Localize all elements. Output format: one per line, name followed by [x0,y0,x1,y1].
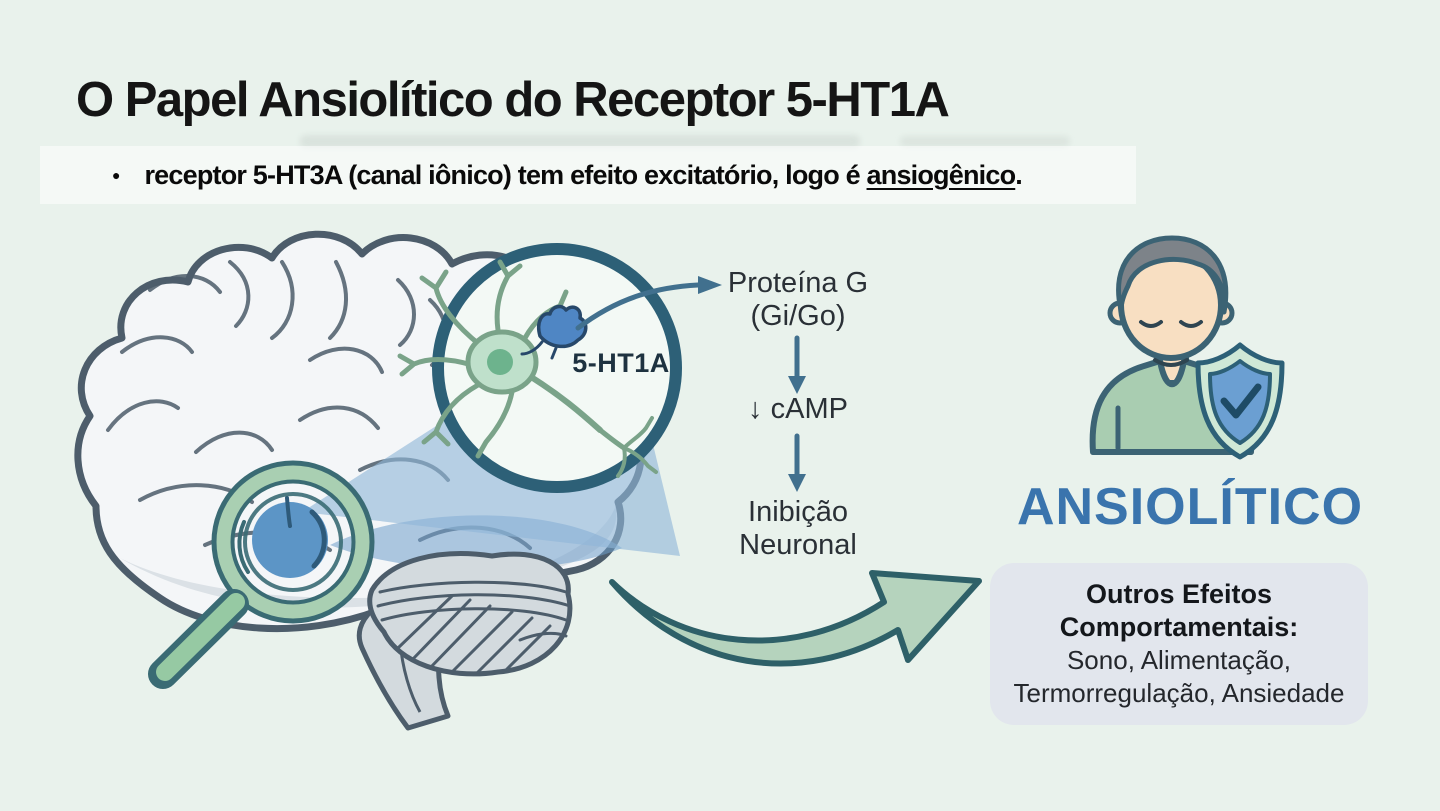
magnifier-icon [148,460,375,689]
page-title: O Papel Ansiolítico do Receptor 5-HT1A [76,73,950,127]
ghost-text-artifact-2 [900,136,1070,147]
shield-check-icon [1195,342,1285,460]
pathway-step2: ↓ cAMP [748,393,848,425]
effects-box-title-line2: Comportamentais: [1059,612,1299,642]
bullet-text-before: receptor 5-HT3A (canal iônico) tem efeit… [144,159,867,190]
receptor-label: 5-HT1A [572,348,670,378]
bullet-text: receptor 5-HT3A (canal iônico) tem efeit… [144,160,1022,191]
ghost-text-artifact [300,135,860,148]
person-smile [1153,358,1189,367]
bullet-marker: ● [112,167,121,183]
curved-green-arrow-icon [609,570,982,667]
flow-arrow-icon [788,335,806,492]
neuron-nucleus [487,349,513,375]
behavioral-effects-box: Outros Efeitos Comportamentais: Sono, Al… [990,563,1368,725]
neuron-inset-circle [397,243,682,493]
person-hair [1116,235,1229,315]
effects-box-body-line1: Sono, Alimentação, [1066,645,1292,675]
bullet-text-after: . [1015,159,1022,190]
pathway-step1-line1: Proteína G [727,267,869,299]
effects-box-body-line2: Termorregulação, Ansiedade [1013,678,1345,708]
anxiolytic-heading: ANSIOLÍTICO [1016,478,1364,536]
person-closed-eyes [1139,320,1203,328]
check-icon [1220,383,1262,419]
cerebellum [367,551,573,677]
hippocampus-spot [252,502,328,578]
inset-to-pathway-arrow [575,276,722,331]
pathway-step1-line2: (Gi/Go) [750,300,846,332]
bullet-highlight-band: ● receptor 5-HT3A (canal iônico) tem efe… [40,146,1136,204]
effects-box-title-line1: Outros Efeitos [1085,579,1273,609]
pathway-step3-line2: Neuronal [739,529,857,561]
bullet-text-underlined: ansiogênico [866,159,1017,190]
pathway-step3-line1: Inibição [748,496,848,528]
receptor-ligand-icon [520,304,588,360]
